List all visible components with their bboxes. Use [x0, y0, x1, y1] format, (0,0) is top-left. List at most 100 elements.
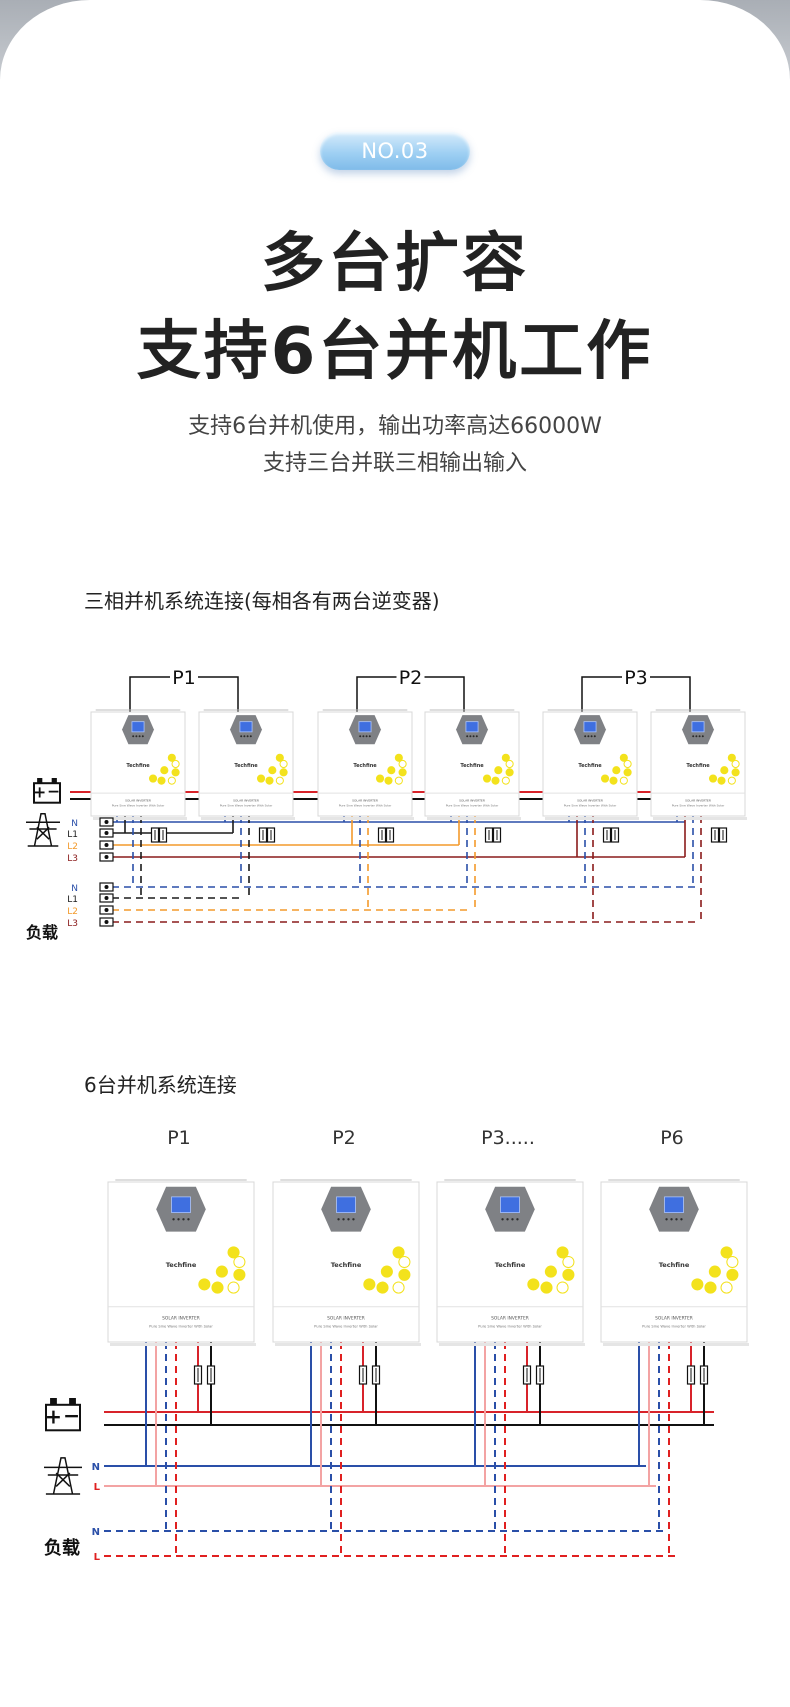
unit-label-2: P3.....	[481, 1127, 535, 1149]
grid-line-label-n: N	[92, 1462, 100, 1473]
inverter-caption: Pure Sine Wave Inverter With Solar	[478, 1325, 542, 1329]
yellow-decoration	[505, 759, 514, 769]
panel-button	[337, 1218, 340, 1221]
yellow-decoration	[556, 1281, 569, 1294]
yellow-decoration	[275, 753, 284, 762]
panel-button	[590, 735, 593, 738]
terminal-screw	[104, 820, 109, 824]
terminal-screw	[104, 908, 109, 912]
battery-body	[33, 782, 61, 804]
yellow-decoration	[233, 1255, 246, 1269]
inverter-brand: Techfine	[495, 1261, 526, 1269]
yellow-decoration	[619, 753, 628, 762]
battery-terminal	[69, 1398, 76, 1405]
panel-button	[501, 1218, 504, 1221]
inverter-brand: Techfine	[578, 763, 602, 769]
yellow-decoration	[392, 1281, 405, 1294]
pylon-frame	[52, 1457, 74, 1495]
battery-fuse	[718, 827, 728, 843]
yellow-decoration	[562, 1268, 575, 1281]
inverter-model: SOLAR INVERTER	[327, 1316, 365, 1322]
inverter-brand: Techfine	[331, 1261, 362, 1269]
battery-fuse	[602, 827, 612, 843]
inverter-model: SOLAR INVERTER	[577, 798, 603, 802]
load-terminal	[99, 917, 114, 927]
inverter-model: SOLAR INVERTER	[162, 1316, 200, 1322]
panel-button	[182, 1218, 185, 1221]
yellow-decoration	[726, 1255, 739, 1269]
battery-fuse	[150, 827, 160, 843]
yellow-decoration	[708, 1265, 721, 1278]
yellow-decoration	[394, 753, 403, 762]
grid-pylon-icon	[44, 1457, 82, 1495]
yellow-decoration	[562, 1255, 575, 1269]
lcd-screen	[465, 721, 479, 733]
inverter-model: SOLAR INVERTER	[491, 1316, 529, 1322]
battery-fuse	[492, 827, 502, 843]
lcd-screen	[239, 721, 253, 733]
yellow-decoration	[375, 774, 385, 783]
inverter-shadow	[653, 817, 747, 820]
subtitle-line-1: 支持6台并机使用，输出功率高达66000W	[188, 414, 602, 439]
group-label-p2: P2	[399, 667, 423, 689]
battery-fuse	[535, 1365, 545, 1385]
inverter-shadow	[110, 1343, 256, 1346]
yellow-decoration	[157, 776, 166, 785]
grid-line-label-l2: L2	[67, 842, 78, 852]
battery-fuse	[206, 1365, 216, 1385]
grid-line-label-n: N	[71, 819, 78, 829]
terminal-screw	[104, 843, 109, 847]
yellow-decoration	[501, 776, 510, 785]
yellow-decoration	[609, 776, 618, 785]
inverter-shadow	[439, 1343, 585, 1346]
yellow-decoration	[275, 776, 284, 785]
yellow-decoration	[720, 1246, 733, 1259]
yellow-decoration	[731, 759, 740, 769]
group-label-p1: P1	[172, 667, 196, 689]
battery-terminal	[51, 778, 57, 784]
inverter-brand: Techfine	[126, 763, 150, 769]
yellow-decoration	[544, 1265, 557, 1278]
inverter-caption: Pure Sine Wave Inverter With Solar	[314, 1325, 378, 1329]
group-bracket	[581, 676, 622, 712]
panel-button	[240, 735, 243, 738]
inverter-caption: Pure Sine Wave Inverter With Solar	[220, 804, 273, 808]
pylon-brace	[36, 826, 50, 840]
yellow-decoration	[171, 768, 180, 777]
yellow-decoration	[717, 776, 726, 785]
yellow-decoration	[619, 776, 628, 785]
battery-body	[45, 1403, 81, 1432]
yellow-decoration	[501, 753, 510, 762]
yellow-decoration	[380, 1265, 393, 1278]
group-bracket	[424, 676, 465, 712]
yellow-decoration	[720, 1281, 733, 1294]
inverter-model: SOLAR INVERTER	[352, 798, 378, 802]
panel-button	[584, 735, 587, 738]
yellow-decoration	[167, 753, 176, 762]
panel-button	[701, 735, 704, 738]
panel-button	[243, 735, 246, 738]
terminal-screw	[104, 831, 109, 835]
yellow-decoration	[160, 766, 169, 775]
battery-fuse	[699, 1365, 709, 1385]
group-bracket	[650, 676, 691, 712]
yellow-decoration	[494, 766, 503, 775]
yellow-decoration	[363, 1278, 376, 1291]
inverter-caption: Pure Sine Wave Inverter With Solar	[672, 804, 725, 808]
inverter-brand: Techfine	[166, 1261, 197, 1269]
panel-button	[249, 735, 252, 738]
yellow-decoration	[708, 774, 718, 783]
yellow-decoration	[691, 1278, 704, 1291]
yellow-decoration	[233, 1268, 246, 1281]
panel-button	[475, 735, 478, 738]
load-terminal	[99, 882, 114, 892]
inverter-shadow	[93, 817, 187, 820]
terminal-screw	[104, 885, 109, 889]
grid-line-label-l: L	[94, 1482, 101, 1493]
inverter-caption: Pure Sine Wave Inverter With Solar	[149, 1325, 213, 1329]
terminal-screw	[104, 855, 109, 859]
load-line-label-l: L	[94, 1552, 101, 1563]
